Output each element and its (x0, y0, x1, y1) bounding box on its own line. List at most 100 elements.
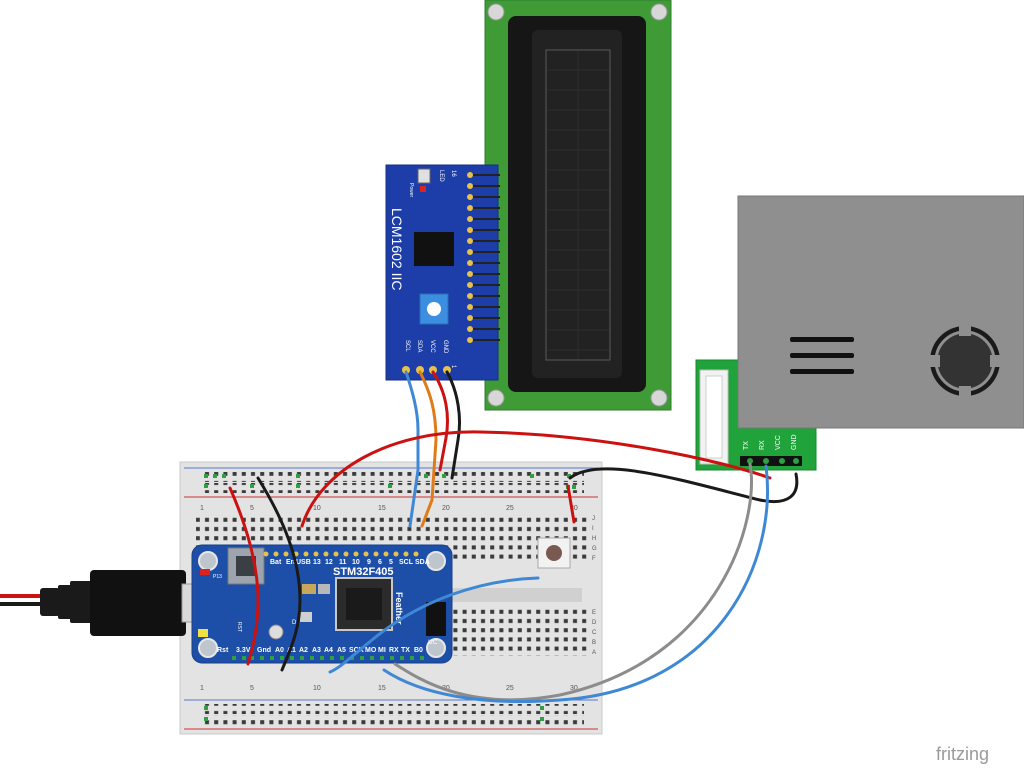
uart-label-gnd: GND (791, 434, 798, 450)
backpack-label-led: LED (438, 170, 444, 182)
col-num-20: 20 (442, 505, 450, 512)
col-num-15: 15 (378, 505, 386, 512)
led-jumper[interactable] (417, 168, 431, 184)
board-title: STM32F405 (333, 566, 394, 578)
pin-label-rst: Rst (217, 647, 229, 654)
backpack-label-sda: SDA (416, 340, 422, 352)
col-num-1: 1 (200, 505, 204, 512)
wire-button-blue[interactable] (328, 576, 540, 674)
top-rail-holes-1 (200, 472, 584, 482)
lcd-screen (532, 30, 622, 378)
wire-scl-blue[interactable] (404, 370, 420, 528)
row-letter-j: J (592, 516, 595, 522)
led-yellow (198, 629, 208, 637)
pin-label-scl: SCL (399, 559, 414, 566)
uart-label-rx: RX (759, 440, 766, 450)
col-num-25-bottom: 25 (506, 685, 514, 692)
col-num-1-bottom: 1 (200, 685, 204, 692)
mount-hole-bl (198, 638, 218, 658)
backpack-label-16: 16 (450, 170, 456, 177)
pin-label-b0: B0 (414, 647, 423, 654)
wire-button-red[interactable] (566, 484, 576, 524)
wire-uart-rx-blue[interactable] (382, 464, 769, 703)
led-red (200, 569, 210, 575)
pin-label-sda: SDA (415, 559, 430, 566)
mount-hole-br (426, 638, 446, 658)
uart-pin-gnd (793, 458, 799, 464)
backpack-pin-scl (402, 366, 410, 374)
reset-button[interactable] (268, 624, 284, 640)
backpack-label-power: Power (408, 183, 414, 198)
row-letter-a: A (592, 650, 596, 656)
power-ring-icon (926, 322, 1004, 400)
pin-label-mi: MI (378, 647, 386, 654)
pin-label-rx: RX (389, 647, 399, 654)
pin-label-mo: MO (365, 647, 377, 654)
wire-gnd-black[interactable] (445, 370, 461, 480)
pcf8574-chip (414, 232, 454, 266)
backpack-label-scl: SCL (404, 340, 410, 352)
lcd-screw-tr (650, 3, 668, 21)
uart-label-tx: TX (743, 441, 750, 450)
row-letter-d: D (592, 620, 597, 626)
backpack-pin-vcc (429, 366, 437, 374)
backpack-pin-sda (416, 366, 424, 374)
backpack-label-gnd: GND (442, 340, 448, 354)
col-num-30: 30 (570, 505, 578, 512)
backpack-label-1: 1 (450, 365, 456, 369)
i2c-connector (426, 602, 446, 636)
pin-label-10: 10 (352, 559, 360, 566)
fritzing-watermark: fritzing (936, 744, 989, 764)
backpack-pin-gnd (443, 366, 451, 374)
pin-label-11: 11 (339, 559, 347, 566)
wire-uart-vcc-red[interactable] (300, 430, 772, 528)
mount-hole-tr (426, 551, 446, 571)
pin-label-a3: A3 (312, 647, 321, 654)
uart-pin-tx (747, 458, 753, 464)
lcd-screw-tl (487, 3, 505, 21)
wire-sda-orange[interactable] (418, 370, 438, 528)
pin-label-en: En (286, 559, 295, 566)
bottom-rail-holes-1 (200, 704, 584, 714)
wire-power-black[interactable] (256, 476, 302, 672)
usb-c-cable[interactable] (0, 570, 211, 636)
uart-label-vcc: VCC (775, 435, 782, 450)
pin-label-5: 5 (389, 559, 393, 566)
pin-label-a5: A5 (337, 647, 346, 654)
wire-uart-tx-gray[interactable] (393, 462, 753, 702)
lcd-screw-br (650, 389, 668, 407)
row-letter-g: G (592, 546, 597, 552)
pushbutton[interactable] (537, 537, 571, 569)
row-letter-h: H (592, 536, 596, 542)
wire-power-red[interactable] (228, 486, 260, 666)
lcd-screw-bl (487, 389, 505, 407)
col-num-15-bottom: 15 (378, 685, 386, 692)
i2c-label: I2C (428, 640, 438, 646)
mount-hole-tl (198, 551, 218, 571)
menu-lines-icon (790, 337, 854, 342)
pin-label-12: 12 (325, 559, 333, 566)
pin-label-usb: USB (296, 559, 311, 566)
row-letter-e: E (592, 610, 596, 616)
uart-pin-rx (763, 458, 769, 464)
col-num-10-bottom: 10 (313, 685, 321, 692)
pin-label-3v3: 3.3V (236, 647, 251, 654)
uart-module: TX RX VCC GND (695, 195, 1024, 471)
wire-uart-gnd-black[interactable] (568, 467, 799, 503)
backpack-title: LCM1602 IIC (389, 208, 405, 290)
pin-label-a1: A1 (287, 647, 296, 654)
pin-label-9: 9 (367, 559, 371, 566)
p13-label: P13 (213, 574, 222, 580)
row-letter-f: F (592, 556, 596, 562)
pin-label-6: 6 (378, 559, 382, 566)
pin-label-13: 13 (313, 559, 321, 566)
backpack-label-vcc: VCC (429, 340, 435, 353)
wire-vcc-red[interactable] (431, 370, 449, 472)
stm32-feather-board: Bat En USB 13 12 11 10 9 6 5 SCL SDA STM… (191, 544, 453, 664)
uart-pin-vcc (779, 458, 785, 464)
col-num-10: 10 (313, 505, 321, 512)
col-num-5-bottom: 5 (250, 685, 254, 692)
contrast-pot-knob-icon (427, 302, 441, 316)
row-letter-i: I (592, 526, 594, 532)
